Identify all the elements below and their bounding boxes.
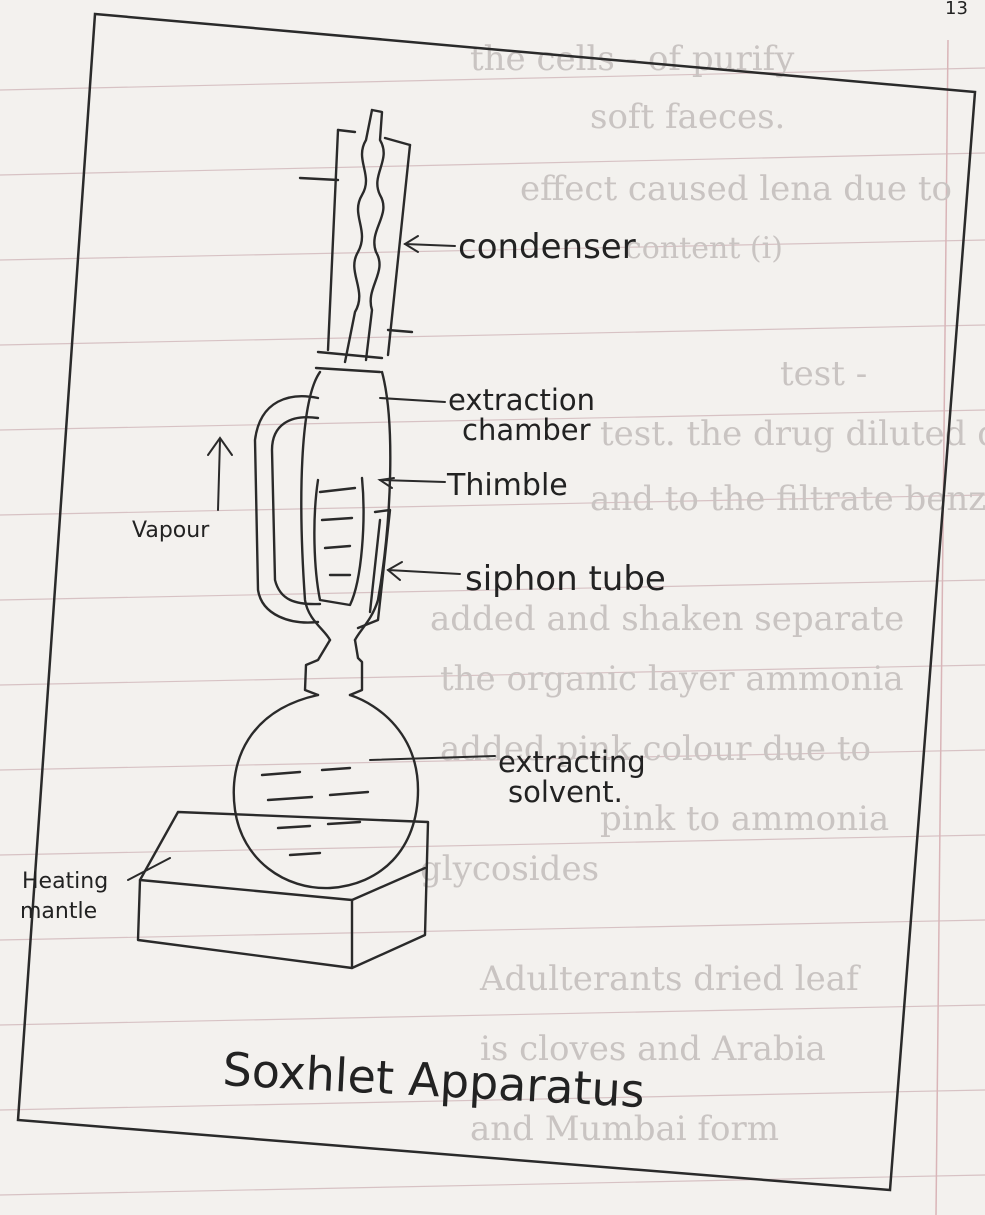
bleed-line: Adulterants dried leaf: [479, 959, 861, 999]
siphon-tube-label: siphon tube: [465, 559, 666, 599]
extraction-chamber-label-line2: chamber: [462, 413, 591, 447]
extracting-solvent-label-line1: extracting: [498, 745, 646, 779]
heating-mantle-label-line2: mantle: [20, 899, 97, 924]
bleed-line: soft faeces.: [590, 97, 785, 137]
extraction-chamber-label-line1: extraction: [448, 383, 595, 417]
condenser-label: condenser: [458, 227, 636, 267]
bleed-line: pink to ammonia: [600, 799, 889, 839]
bleed-line: content (i): [625, 231, 783, 266]
bleed-line: the cells - of purify: [470, 39, 795, 79]
bleed-line: effect caused lena due to: [520, 169, 952, 209]
bleed-line: the organic layer ammonia: [440, 659, 904, 699]
heating-mantle-label-line1: Heating: [22, 869, 108, 894]
vapour-label: Vapour: [132, 518, 210, 543]
bleed-line: test. the drug diluted dilute: [600, 414, 985, 454]
extracting-solvent-label-line2: solvent.: [508, 775, 623, 809]
bleed-line: and to the filtrate benzene: [590, 479, 985, 519]
bleed-line: test -: [780, 354, 867, 394]
page-corner-mark: 13: [945, 0, 968, 19]
thimble-label: Thimble: [446, 468, 568, 503]
bleed-line: glycosides: [420, 849, 599, 889]
bleed-line: added and shaken separate: [430, 599, 904, 639]
